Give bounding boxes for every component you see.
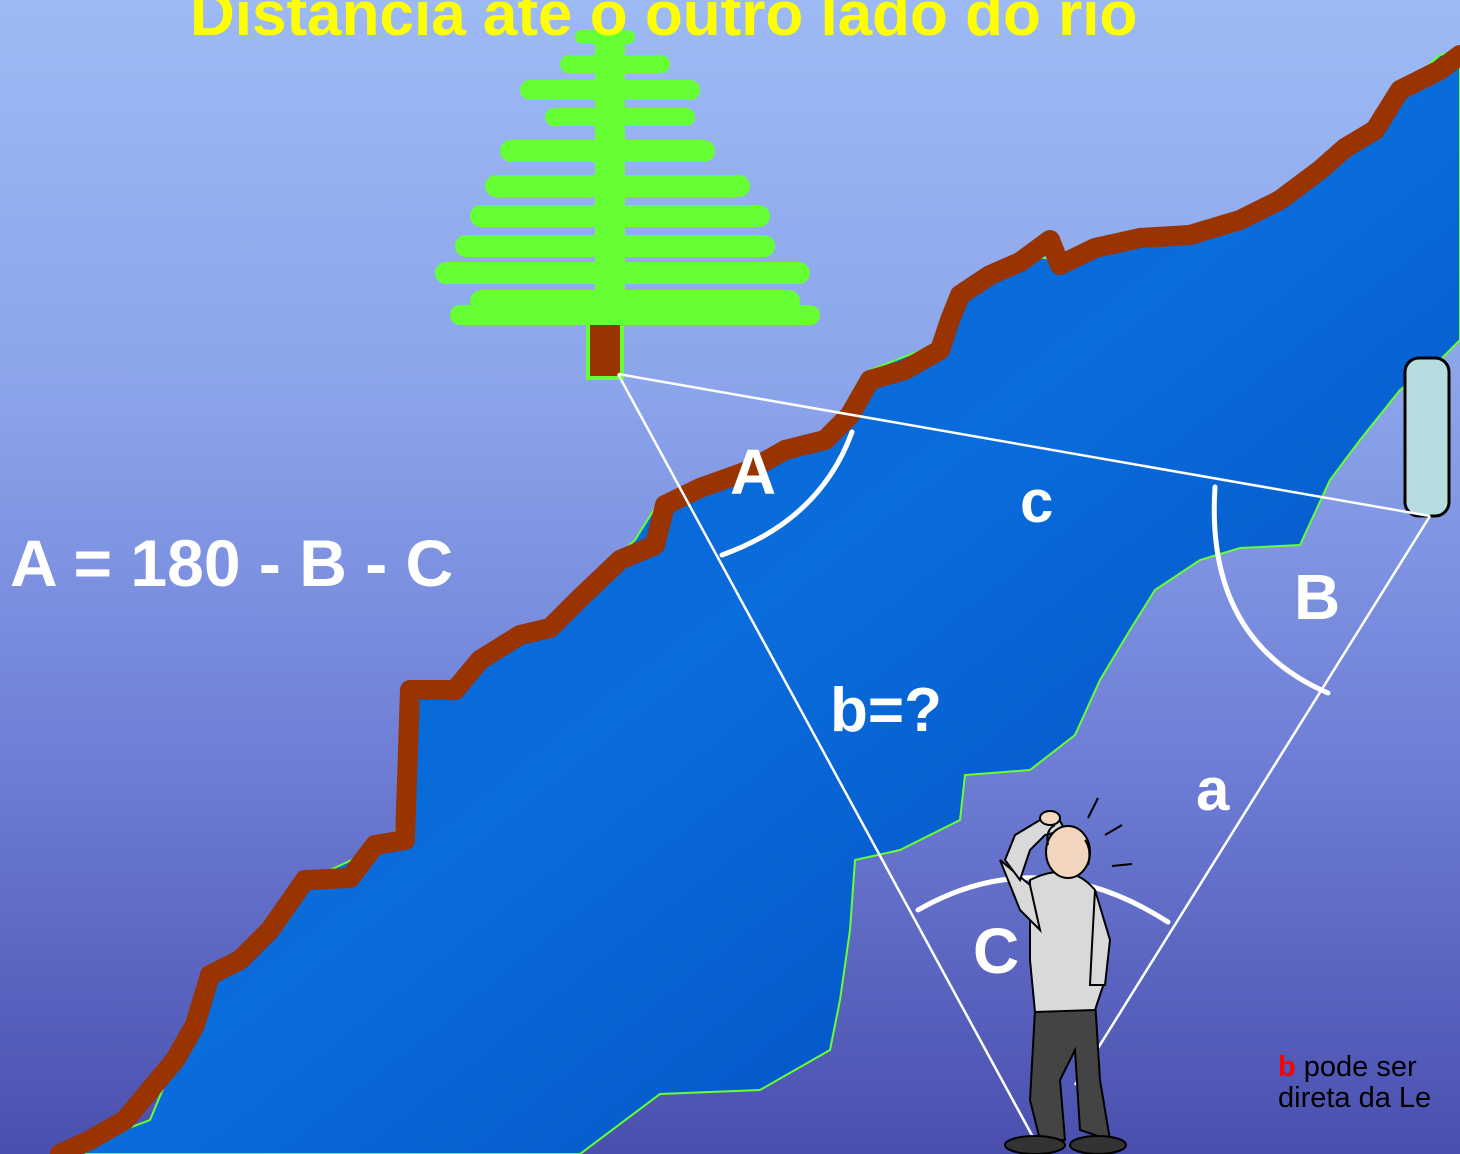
tree-icon	[435, 30, 820, 380]
side-a-line	[1073, 515, 1432, 1086]
side-c-line	[617, 372, 1431, 518]
angle-formula: A = 180 - B - C	[10, 526, 454, 600]
angle-B-arc	[1211, 484, 1331, 696]
side-b-label: b=?	[830, 676, 942, 745]
thinking-person-icon	[999, 797, 1133, 1154]
angle-C-label: C	[973, 915, 1020, 987]
note-highlight: b	[1278, 1051, 1296, 1083]
rock-post-icon	[1403, 356, 1451, 518]
note-line1: pode ser	[1303, 1051, 1417, 1083]
angle-A-arc	[719, 429, 855, 558]
angle-A-label: A	[730, 436, 777, 508]
note-line2: direta da Le	[1278, 1082, 1432, 1115]
side-b-line	[616, 373, 1042, 1151]
triangle	[616, 372, 1432, 1151]
side-c-label: c	[1020, 468, 1054, 535]
note-text: b pode ser direta da Le	[1278, 1051, 1432, 1115]
page-title: Distância até o outro lado do rio	[190, 0, 1138, 49]
angle-B-label: B	[1294, 561, 1341, 633]
river-bank	[50, 45, 1460, 1154]
side-a-label: a	[1196, 756, 1230, 823]
